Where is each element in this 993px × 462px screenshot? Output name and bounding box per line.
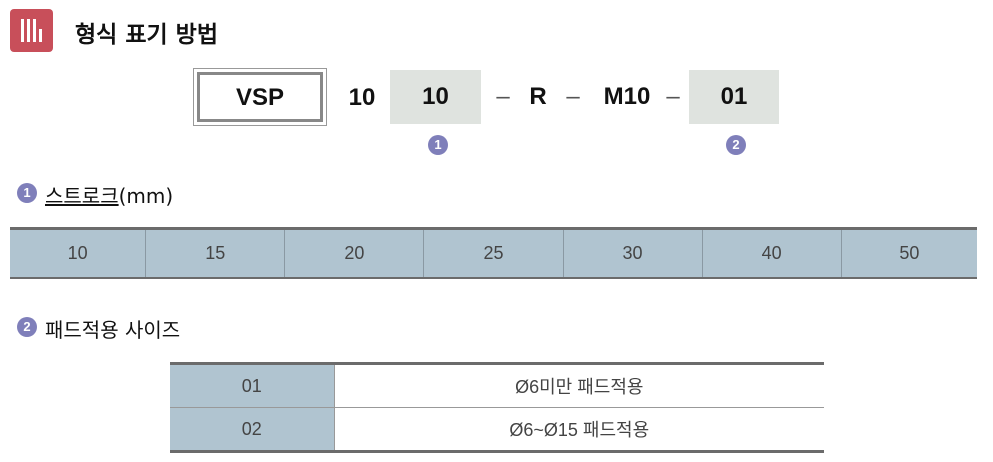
stroke-cell: 10	[67, 243, 88, 263]
stroke-cell: 50	[840, 228, 977, 278]
stroke-cell: 30	[562, 228, 703, 278]
section1-marker: 1	[17, 183, 37, 203]
table-row: 01 Ø6미만 패드적용	[170, 363, 824, 408]
pad-code-cell: 02	[170, 407, 335, 452]
stroke-cell: 20	[284, 228, 424, 278]
stroke-cell: 15	[145, 228, 285, 278]
r-code: R	[529, 83, 547, 110]
section2-title: 패드적용 사이즈	[45, 318, 181, 342]
bar-chart-icon	[10, 9, 53, 52]
page-title: 형식 표기 방법	[75, 22, 218, 48]
marker-1: 1	[428, 135, 448, 155]
stroke-cell: 40	[701, 228, 842, 278]
pad-desc-cell: Ø6미만 패드적용	[515, 377, 644, 397]
separator: –	[666, 83, 680, 110]
m-code: M10	[603, 83, 651, 110]
pad-code-cell: 01	[170, 363, 335, 408]
stroke-code: 10	[390, 70, 481, 124]
stroke-cell: 25	[423, 228, 563, 278]
series-code-box: VSP	[193, 68, 327, 126]
section1-unit: (mm)	[118, 184, 174, 208]
separator: –	[496, 83, 510, 110]
series-code: VSP	[197, 72, 323, 122]
section2-marker: 2	[17, 317, 37, 337]
pad-code: 01	[689, 70, 779, 124]
pad-desc-cell: Ø6~Ø15 패드적용	[334, 407, 824, 452]
stroke-table: 10 15 20 25 30 40 50	[10, 227, 977, 279]
separator: –	[566, 83, 580, 110]
marker-2: 2	[726, 135, 746, 155]
section1-heading: 스트로크(mm)	[45, 180, 173, 209]
section1-title: 스트로크	[45, 184, 119, 208]
bore-code: 10	[348, 84, 376, 111]
